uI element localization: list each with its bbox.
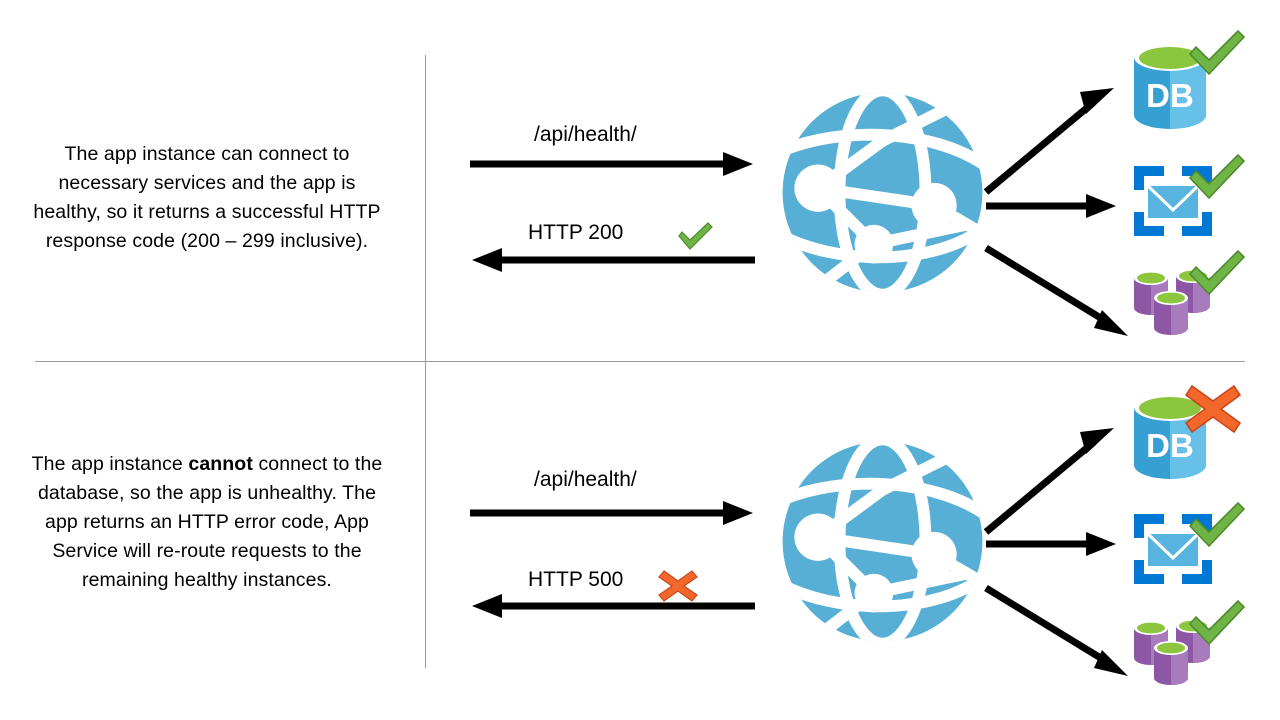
storage-account-check-icon [1188, 599, 1246, 646]
unhealthy-request-arrow [470, 501, 753, 525]
database-label: DB [1146, 427, 1194, 464]
unhealthy-response-cross-icon [658, 570, 698, 602]
healthy-response-label: HTTP 200 [528, 221, 624, 244]
unhealthy-description: The app instance cannot connect to the d… [22, 450, 392, 595]
healthy-description: The app instance can connect to necessar… [22, 140, 392, 256]
healthy-response-arrow [472, 248, 755, 272]
network-globe-icon [782, 441, 983, 642]
database-icon: DB [1134, 43, 1206, 129]
unhealthy-mail-connector-arrow [986, 532, 1116, 556]
healthy-response-check-icon [678, 222, 713, 250]
healthy-request-arrow [470, 152, 753, 176]
database-label: DB [1146, 77, 1194, 114]
storage-account-check-icon [1188, 249, 1246, 296]
unhealthy-response-arrow [472, 594, 755, 618]
storage-account-icon [1134, 269, 1210, 335]
mail-service-check-icon [1188, 501, 1246, 548]
unhealthy-request-label: /api/health/ [534, 468, 637, 491]
healthy-storage-connector-arrow [984, 245, 1128, 336]
mail-service-icon [1134, 166, 1212, 236]
database-check-icon [1188, 29, 1246, 76]
database-cross-icon [1184, 384, 1242, 434]
unhealthy-description-emphasis: cannot [188, 453, 253, 475]
unhealthy-storage-connector-arrow [984, 585, 1128, 676]
network-globe-icon [782, 92, 983, 293]
healthy-db-connector-arrow [983, 88, 1114, 195]
unhealthy-response-label: HTTP 500 [528, 568, 624, 591]
healthy-mail-connector-arrow [986, 194, 1116, 218]
mail-service-check-icon [1188, 153, 1246, 200]
horizontal-divider [35, 361, 1245, 362]
storage-account-icon [1134, 619, 1210, 685]
unhealthy-description-part-2: connect to the database, so the app is u… [37, 453, 383, 591]
healthy-request-label: /api/health/ [534, 123, 637, 146]
mail-service-icon [1134, 514, 1212, 584]
unhealthy-db-connector-arrow [983, 428, 1114, 535]
unhealthy-description-part-1: The app instance [31, 453, 189, 475]
healthy-description-text: The app instance can connect to necessar… [33, 143, 381, 252]
